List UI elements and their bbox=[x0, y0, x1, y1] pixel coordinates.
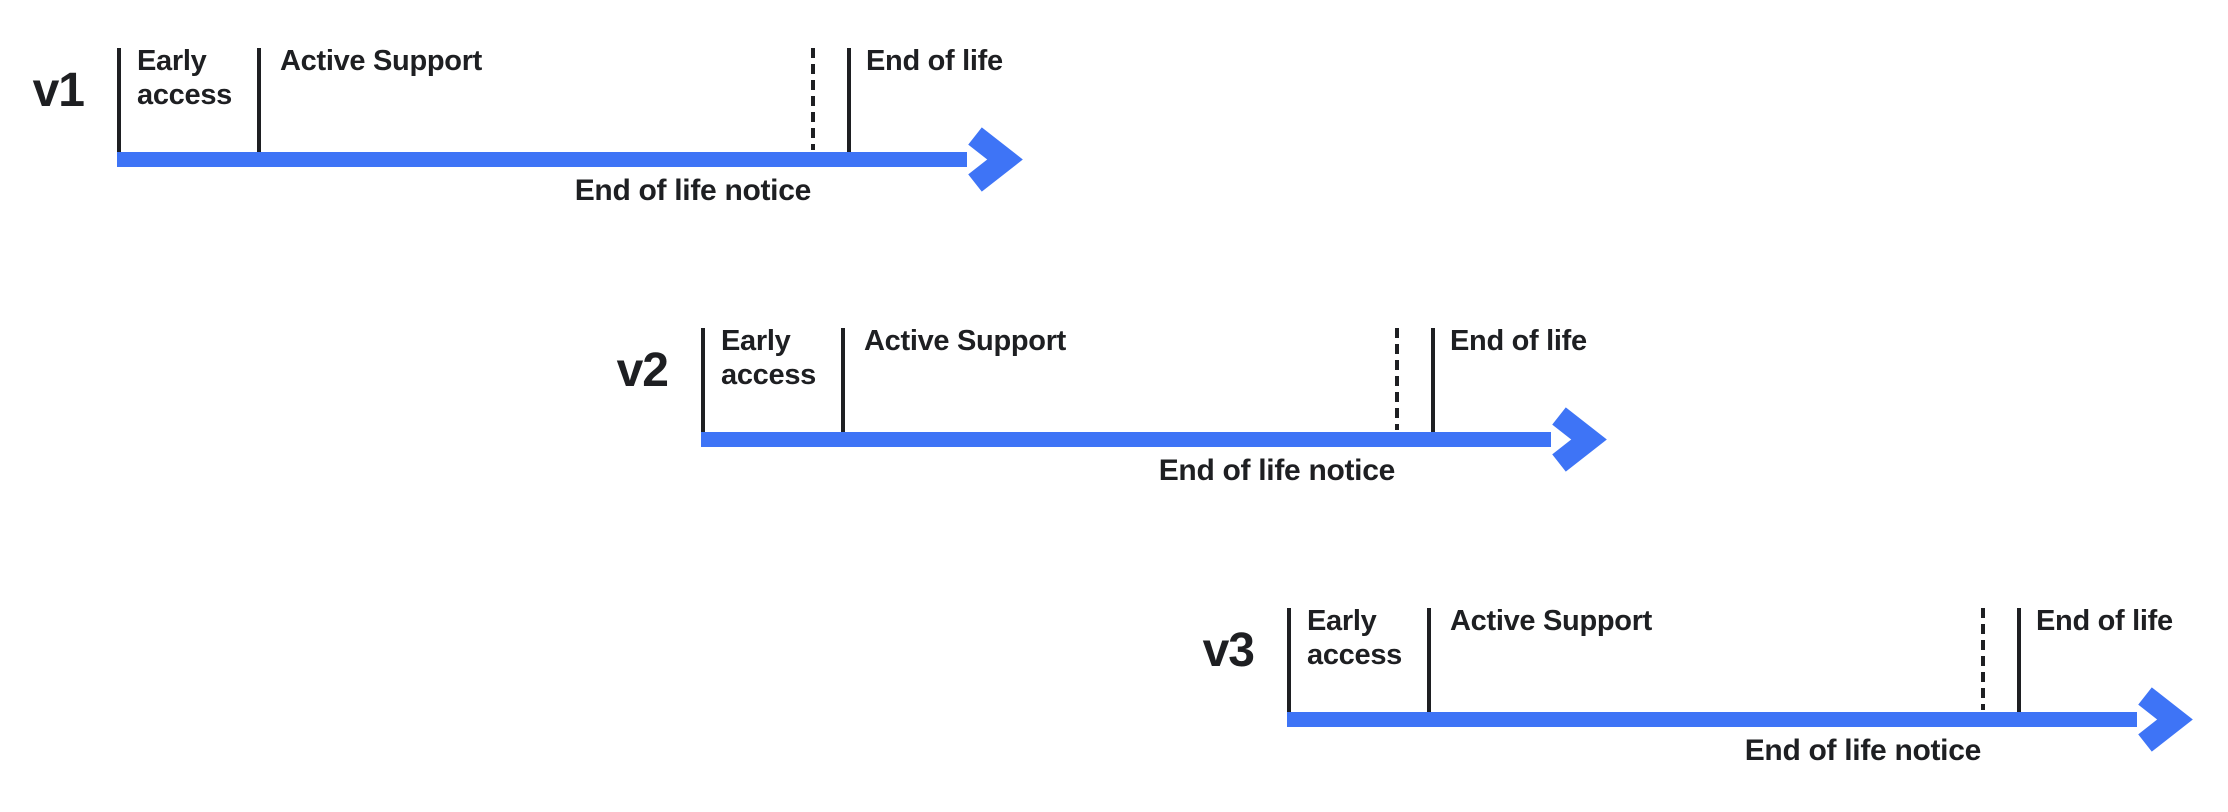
version-label: v3 bbox=[1202, 624, 1255, 677]
timeline-arrow bbox=[701, 407, 1607, 472]
early-access-start-tick bbox=[1287, 608, 1291, 712]
end-of-life-tick bbox=[1431, 328, 1435, 432]
arrow-right-icon bbox=[1552, 407, 1607, 472]
active-support-label: Active Support bbox=[1450, 605, 1653, 637]
early-access-start-tick bbox=[701, 328, 705, 432]
eol-notice-dashed-line bbox=[811, 48, 815, 150]
early-access-label: Early access bbox=[137, 45, 232, 111]
timeline-row-v1: v1 Early access Active Support End of li… bbox=[33, 45, 1077, 223]
arrow-right-icon bbox=[2138, 687, 2193, 752]
end-of-life-label: End of life bbox=[2036, 605, 2173, 637]
timeline-row-v3: v3 Early access Active Support End of li… bbox=[1203, 605, 2228, 783]
active-support-start-tick bbox=[1427, 608, 1431, 712]
eol-notice-dashed-line bbox=[1981, 608, 1985, 710]
eol-notice-label: End of life notice bbox=[1158, 454, 1396, 487]
eol-notice-dashed-line bbox=[1395, 328, 1399, 430]
timeline-arrow bbox=[1287, 687, 2193, 752]
end-of-life-tick bbox=[847, 48, 851, 152]
end-of-life-label: End of life bbox=[866, 45, 1003, 77]
arrow-right-icon bbox=[968, 127, 1023, 192]
early-access-label: Early access bbox=[721, 325, 816, 391]
eol-notice-label: End of life notice bbox=[574, 174, 812, 207]
active-support-start-tick bbox=[841, 328, 845, 432]
version-label: v2 bbox=[616, 344, 669, 397]
eol-notice-label: End of life notice bbox=[1744, 734, 1982, 767]
active-support-label: Active Support bbox=[280, 45, 483, 77]
active-support-start-tick bbox=[257, 48, 261, 152]
version-label: v1 bbox=[32, 64, 85, 117]
timeline-arrow bbox=[117, 127, 1023, 192]
active-support-label: Active Support bbox=[864, 325, 1067, 357]
end-of-life-tick bbox=[2017, 608, 2021, 712]
early-access-start-tick bbox=[117, 48, 121, 152]
timeline-row-v2: v2 Early access Active Support End of li… bbox=[617, 325, 1661, 503]
end-of-life-label: End of life bbox=[1450, 325, 1587, 357]
early-access-label: Early access bbox=[1307, 605, 1402, 671]
